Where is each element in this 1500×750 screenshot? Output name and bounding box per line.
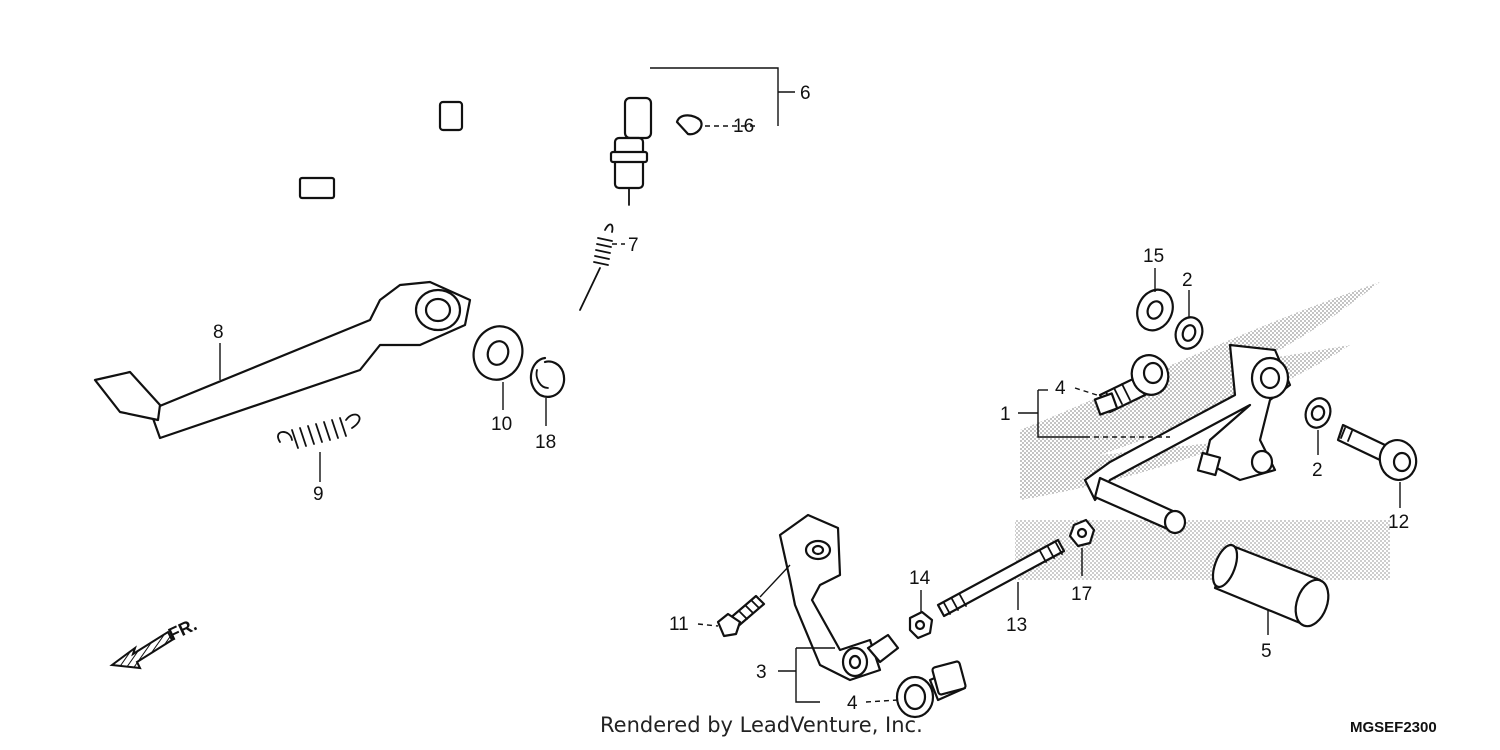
callout-6: 6: [800, 83, 811, 104]
callout-17: 17: [1071, 584, 1092, 605]
callout-7: 7: [628, 235, 639, 256]
callout-1: 1: [1000, 404, 1011, 425]
rod-end-lower: [895, 660, 967, 719]
callout-15: 15: [1143, 246, 1164, 267]
front-direction-indicator: FR.: [109, 614, 200, 670]
pivot-bolt: [1336, 423, 1418, 481]
callout-16: 16: [733, 116, 754, 137]
washer-15-part: [1136, 288, 1174, 332]
callout-10: 10: [491, 414, 512, 435]
callout-labels: 1 2 2 3 4 4 5 6 7 8 9 10 11 12 13 14 15 …: [213, 83, 1409, 714]
callout-4a: 4: [1055, 378, 1066, 399]
rear-stop-switch-cable: [298, 48, 653, 206]
callout-13: 13: [1006, 615, 1027, 636]
rod-end-upper: [1093, 354, 1170, 416]
callout-2a: 2: [1182, 270, 1193, 291]
washer-part: [472, 325, 524, 381]
gearshift-pedal-arm: [1083, 343, 1292, 535]
leader-lines: [219, 67, 1401, 703]
tie-rod: [936, 538, 1066, 618]
nut-14: [908, 610, 934, 640]
callout-8: 8: [213, 322, 224, 343]
circlip-part: [529, 356, 566, 398]
gearshift-arm: [778, 513, 900, 682]
honda-wing-watermark: [1015, 282, 1390, 580]
front-arrow-icon: [109, 630, 174, 670]
footer-credit: Rendered by LeadVenture, Inc.: [600, 713, 923, 737]
callout-18: 18: [535, 432, 556, 453]
nut-17: [1068, 518, 1096, 548]
brake-pedal: [93, 280, 472, 440]
pinch-bolt: [716, 594, 766, 638]
callout-9: 9: [313, 484, 324, 505]
callout-2b: 2: [1312, 460, 1323, 481]
callout-3: 3: [756, 662, 767, 683]
drawing-code: MGSEF2300: [1350, 719, 1437, 736]
callout-4b: 4: [847, 693, 858, 714]
shift-peg-rubber: [1211, 543, 1330, 628]
pedal-return-spring: [277, 413, 361, 449]
callout-12: 12: [1388, 512, 1409, 533]
switch-spring: [579, 223, 614, 311]
bushing-lower: [1304, 397, 1332, 429]
callout-14: 14: [909, 568, 931, 589]
bushing-upper: [1174, 316, 1204, 350]
clip-part: [675, 114, 703, 136]
callout-11: 11: [669, 614, 689, 635]
callout-5: 5: [1261, 641, 1272, 662]
